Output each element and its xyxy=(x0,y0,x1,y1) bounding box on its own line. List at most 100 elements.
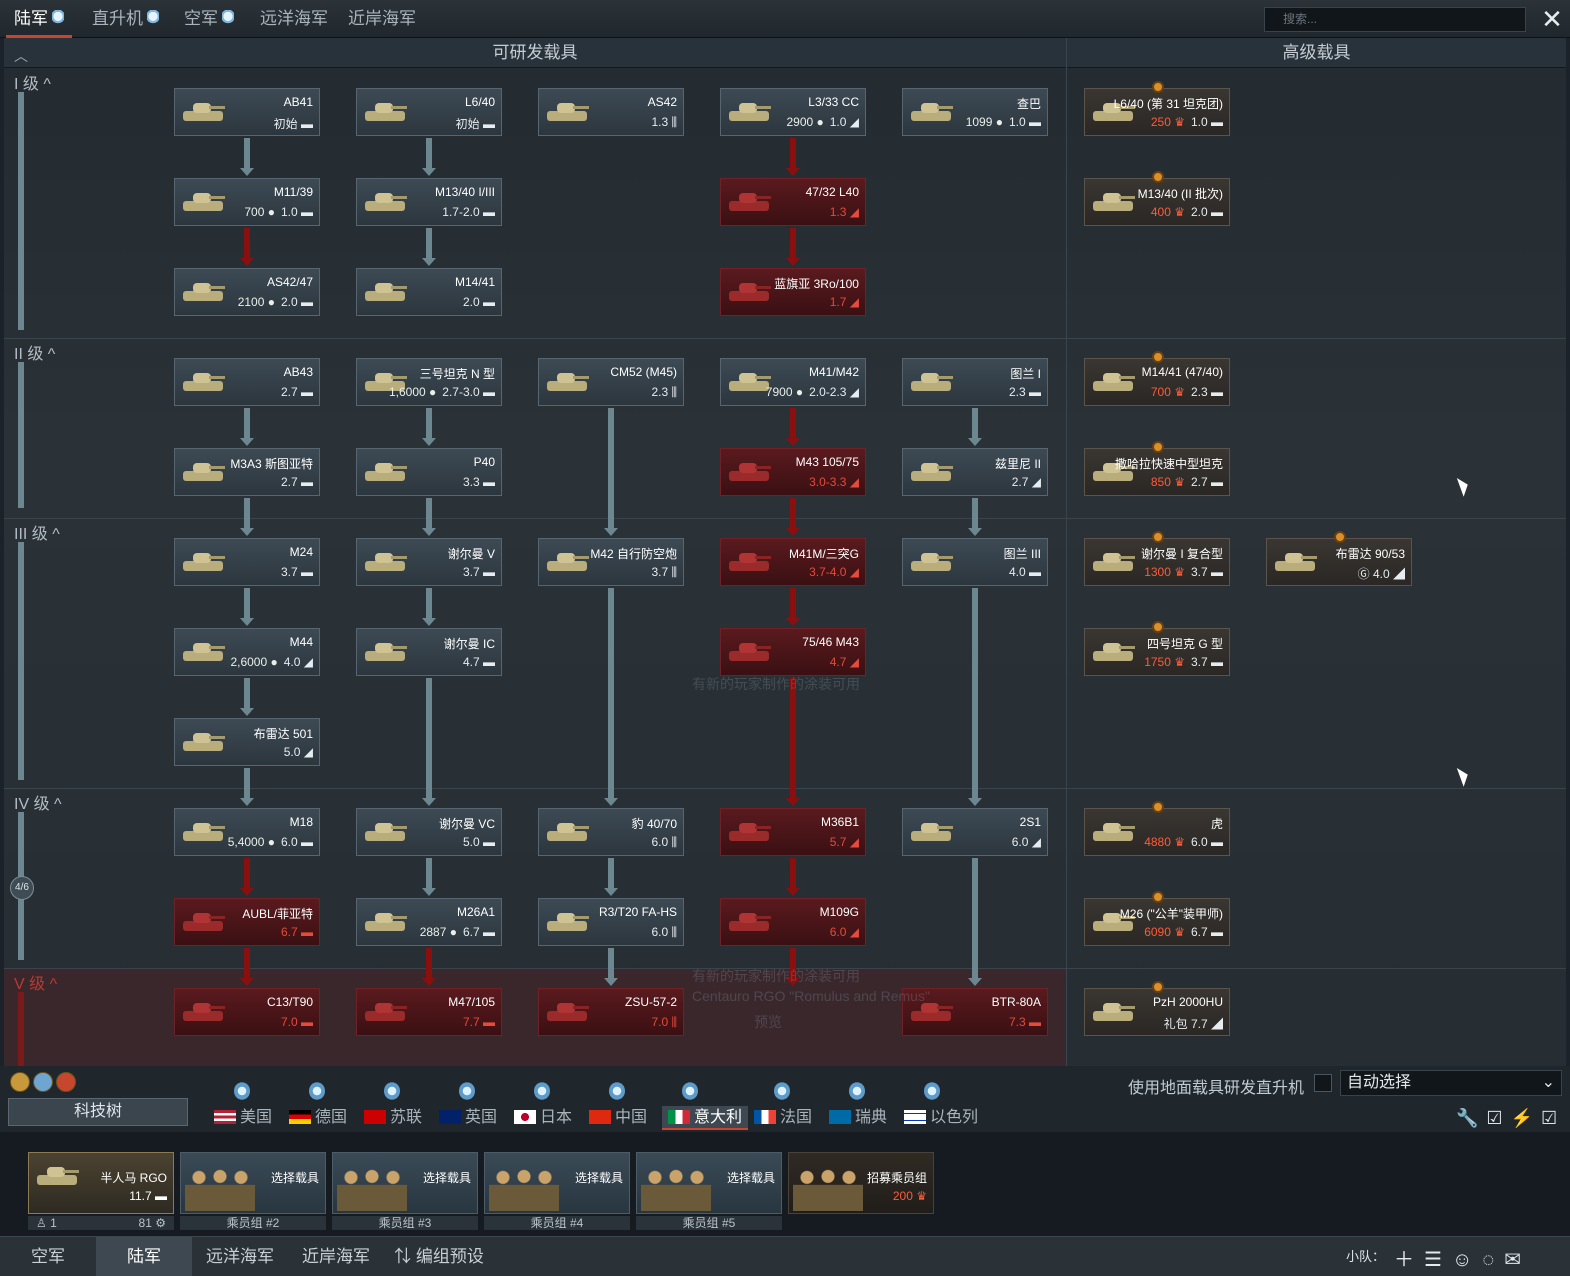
premium-vehicle-card[interactable]: M13/40 (II 批次)400 ♛2.0 ▬ xyxy=(1084,171,1230,226)
rank-label-2[interactable]: II 级 ^ xyxy=(14,346,56,363)
nation-tab[interactable]: 以色列 xyxy=(904,1106,978,1130)
tab-coastal-fleet[interactable]: 近岸海军 xyxy=(348,9,416,28)
bottom-tab-coastal[interactable]: 近岸海军 xyxy=(302,1247,370,1266)
checkmark-icon[interactable]: ☑ xyxy=(1486,1108,1511,1128)
crew-slot-2[interactable]: 选择载具 乘员组 #2 xyxy=(180,1138,326,1230)
bottom-tab-bluewater[interactable]: 远洋海军 xyxy=(206,1247,274,1266)
tab-bluewater-fleet[interactable]: 远洋海军 xyxy=(260,9,328,28)
nation-tab[interactable]: 中国 xyxy=(589,1106,647,1130)
crew-card[interactable]: 选择载具 xyxy=(180,1152,326,1214)
nation-tab[interactable]: 美国 xyxy=(214,1106,272,1130)
premium-vehicle-card[interactable]: M26 ("公羊"装甲师)6090 ♛6.7 ▬ xyxy=(1084,891,1230,946)
bottom-tab-ground[interactable]: 陆军 xyxy=(96,1237,192,1276)
bottom-tab-aviation[interactable]: 空军 xyxy=(31,1247,65,1266)
premium-vehicle-card[interactable]: L6/40 (第 31 坦克团)250 ♛1.0 ▬ xyxy=(1084,81,1230,136)
premium-vehicle-card[interactable]: M14/41 (47/40)700 ♛2.3 ▬ xyxy=(1084,351,1230,406)
search-input[interactable]: 搜索... xyxy=(1264,7,1526,32)
vehicle-card[interactable]: CM52 (M45)2.3 ⫼ xyxy=(538,358,684,406)
list-icon[interactable]: ☰ xyxy=(1424,1249,1452,1271)
crew-card[interactable]: 选择载具 xyxy=(636,1152,782,1214)
checkmark-icon[interactable]: ☑ xyxy=(1540,1108,1566,1128)
nation-tab[interactable]: 英国 xyxy=(439,1106,497,1130)
close-button[interactable]: ✕ xyxy=(1541,4,1563,34)
crew-slot-3[interactable]: 选择载具 乘员组 #3 xyxy=(332,1138,478,1230)
add-squad-icon[interactable]: ＋ xyxy=(1394,1249,1424,1271)
tech-tree[interactable]: 可研发载具 ︿ 高级载具 I 级 ^ II 级 ^ III 级 ^ IV 级 ^… xyxy=(4,38,1566,1066)
techtree-toggle-button[interactable]: 科技树 xyxy=(8,1098,188,1126)
rank-label-3[interactable]: III 级 ^ xyxy=(14,526,60,543)
nation-tab[interactable]: 日本 xyxy=(514,1106,572,1130)
nation-tab[interactable]: 意大利 xyxy=(662,1106,749,1130)
tab-helicopters[interactable]: 直升机 xyxy=(84,0,167,38)
crew-card[interactable]: 选择载具 xyxy=(484,1152,630,1214)
rank-label-4[interactable]: IV 级 ^ xyxy=(14,796,62,813)
rank-label-5[interactable]: V 级 ^ xyxy=(14,976,58,993)
nation-tab[interactable]: 德国 xyxy=(289,1106,347,1130)
preview-link[interactable]: 预览 xyxy=(754,1014,782,1030)
auto-select-dropdown[interactable]: 自动选择⌄ xyxy=(1340,1070,1562,1096)
tab-aviation[interactable]: 空军 xyxy=(176,0,242,38)
heli-research-checkbox[interactable] xyxy=(1314,1074,1332,1092)
tab-ground[interactable]: 陆军 xyxy=(6,0,72,38)
crew-vehicle-card[interactable]: 半人马 RGO 11.7 ▬ xyxy=(28,1152,174,1214)
modifications-icon[interactable]: ⚡ xyxy=(1510,1108,1541,1128)
bottom-tab-presets[interactable]: ⇅ 编组预设 xyxy=(394,1247,484,1266)
nation-tab[interactable]: 瑞典 xyxy=(829,1106,887,1130)
crew-slot-4[interactable]: 选择载具 乘员组 #4 xyxy=(484,1138,630,1230)
collapse-all-icon[interactable]: ︿ xyxy=(14,48,28,64)
crew-card[interactable]: 选择载具 xyxy=(332,1152,478,1214)
mail-icon[interactable]: ✉ xyxy=(1504,1249,1532,1271)
wrench-icon[interactable]: 🔧 xyxy=(1456,1108,1487,1128)
nation-tab[interactable]: 苏联 xyxy=(364,1106,422,1130)
crew-slot-5[interactable]: 选择载具 乘员组 #5 xyxy=(636,1138,782,1230)
rank-label-1[interactable]: I 级 ^ xyxy=(14,76,51,93)
chat-icon[interactable]: ◌ xyxy=(1482,1249,1505,1271)
